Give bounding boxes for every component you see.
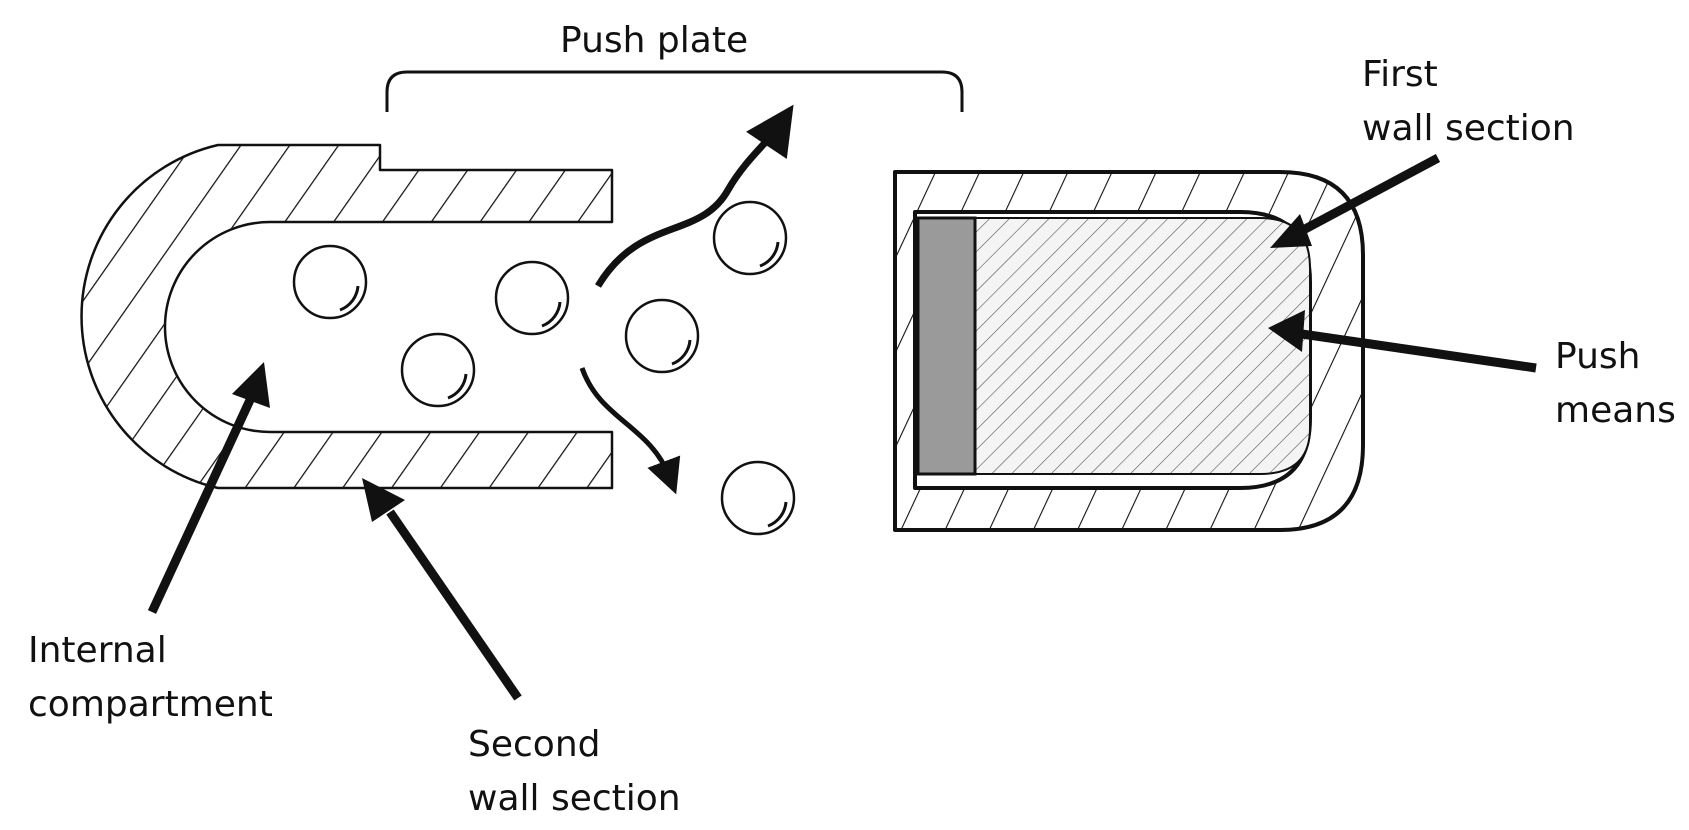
push-means-line-1: Push — [1555, 336, 1641, 377]
internal-compartment-label: Internal compartment — [28, 624, 273, 732]
leader-second-wall-head — [362, 478, 405, 522]
leader-first-wall — [1289, 154, 1441, 240]
first-wall-section-label: First wall section — [1362, 48, 1575, 156]
motion-arrow-down — [579, 367, 681, 495]
push-means-line-2: means — [1555, 390, 1676, 431]
leader-internal-compartment — [147, 398, 255, 614]
sphere-2 — [494, 260, 570, 336]
leader-first-wall-head — [1270, 214, 1312, 248]
leader-push-means — [1294, 328, 1537, 373]
second-wall-section-label: Second wall section — [468, 718, 681, 826]
push-means-shape — [974, 217, 1311, 475]
internal-compartment-line-1: Internal — [28, 630, 167, 671]
second-wall-section-line-1: Second — [468, 724, 601, 765]
particles — [292, 200, 796, 536]
second-wall-section-line-2: wall section — [468, 778, 681, 819]
leader-second-wall — [386, 509, 522, 701]
sphere-1 — [292, 244, 368, 320]
sphere-5 — [712, 200, 788, 276]
first-wall-section-line-2: wall section — [1362, 108, 1575, 149]
push-plate-bracket — [385, 70, 964, 112]
sphere-3 — [400, 332, 476, 408]
motion-arrow-up — [595, 104, 794, 288]
first-wall-section-line-1: First — [1362, 54, 1438, 95]
push-plate-shape — [916, 216, 977, 476]
push-plate-label: Push plate — [560, 20, 749, 61]
leader-internal-compartment-head — [232, 362, 270, 408]
leader-push-means-head — [1268, 310, 1305, 352]
sphere-6 — [720, 460, 796, 536]
push-means-label: Push means — [1555, 330, 1676, 438]
leader-arrows — [147, 154, 1537, 701]
internal-compartment-line-2: compartment — [28, 684, 273, 725]
second-wall-section-shape — [80, 143, 614, 490]
sphere-4 — [624, 298, 700, 374]
